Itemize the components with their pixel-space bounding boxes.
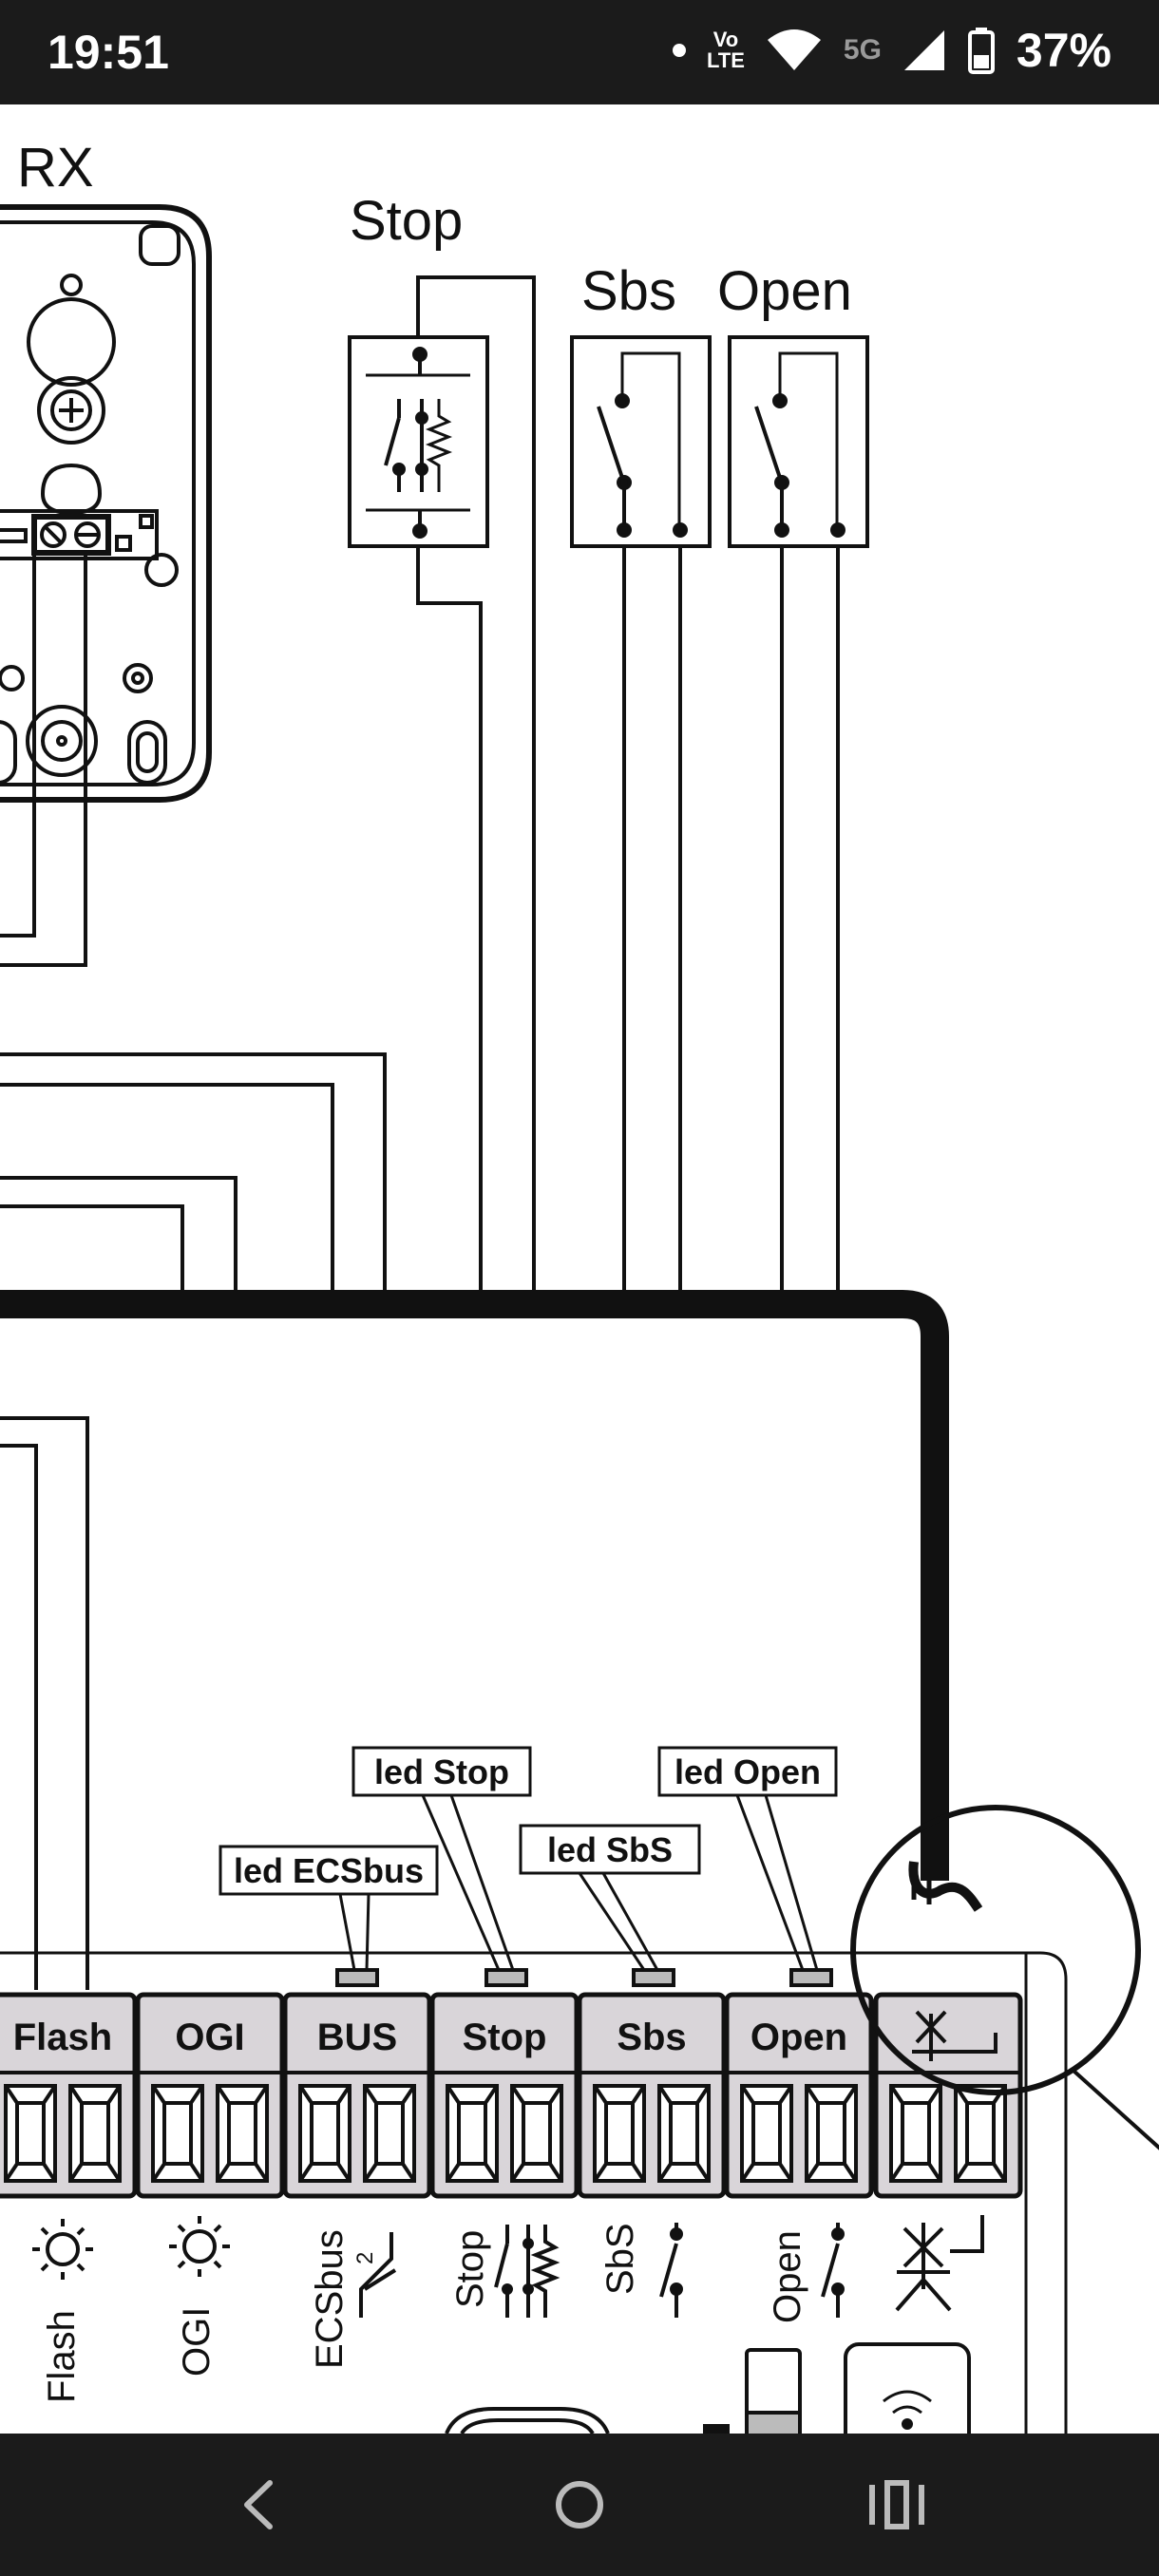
terminal-block-ogi: OGI: [135, 1992, 285, 2199]
terminal-label: Sbs: [617, 2017, 686, 2058]
terminal-block-open: Open: [724, 1992, 874, 2199]
terminal-label: Stop: [463, 2017, 547, 2058]
flash-lamp-icon: [32, 2219, 93, 2280]
led-sbs-label: led SbS: [547, 1830, 673, 1869]
volte-icon: Vo LTE: [706, 28, 745, 72]
sbs-top-label: Sbs: [581, 260, 676, 322]
recents-icon[interactable]: [859, 2472, 935, 2538]
status-time: 19:51: [48, 26, 169, 79]
led-stop-label: led Stop: [374, 1752, 509, 1791]
wifi-icon: [767, 29, 821, 70]
terminal-block-stop: Stop: [429, 1992, 580, 2199]
home-icon[interactable]: [542, 2472, 618, 2538]
back-icon[interactable]: [220, 2472, 296, 2538]
ecsbus-sub-label: 2: [352, 2252, 378, 2264]
sbs-symbol-icon: [659, 2223, 683, 2318]
sbs-bottom-label: SbS: [599, 2223, 641, 2295]
ogi-bottom-label: OGI: [176, 2307, 218, 2377]
ogi-lamp-icon: [169, 2216, 230, 2277]
terminal-label: Open: [750, 2017, 847, 2058]
open-bottom-label: Open: [767, 2230, 808, 2323]
navigation-bar: [0, 2434, 1159, 2576]
notification-dot-icon: [672, 44, 686, 57]
open-top-label: Open: [717, 260, 852, 322]
flash-bottom-label: Flash: [41, 2310, 83, 2403]
battery-percent: 37%: [1016, 24, 1112, 77]
stop-bottom-label: Stop: [449, 2230, 491, 2308]
terminal-block-flash: Flash: [0, 1992, 138, 2199]
terminal-label: OGI: [175, 2017, 244, 2058]
network-type: 5G: [843, 34, 882, 66]
status-icons: Vo LTE 5G 37%: [672, 23, 1112, 78]
led-open-label: led Open: [674, 1752, 821, 1791]
sbs-switch-box: [570, 335, 712, 548]
terminal-block-bus: BUS: [282, 1992, 432, 2199]
open-switch-box: [728, 335, 869, 548]
stop-switch-box: [348, 335, 489, 548]
wiring-diagram: RX Stop Sbs Open led Stop led Open led S…: [0, 137, 1159, 2434]
terminal-label: BUS: [317, 2017, 397, 2058]
terminal-strip: Flash OGI BUS Stop Sbs Open: [0, 1992, 1023, 2199]
terminal-block-sbs: Sbs: [577, 1992, 727, 2199]
terminal-label: Flash: [13, 2017, 112, 2058]
signal-icon: [903, 30, 944, 70]
battery-icon: [967, 28, 995, 74]
open-symbol-icon: [821, 2223, 845, 2318]
rx-receiver: [0, 204, 212, 803]
stop-top-label: Stop: [350, 190, 463, 252]
stop-symbol-icon: [494, 2225, 560, 2318]
led-ecsbus-label: led ECSbus: [234, 1851, 424, 1890]
ecsbus-symbol-icon: [359, 2232, 397, 2318]
bottom-devices: [445, 2342, 971, 2434]
status-bar: 19:51 Vo LTE 5G 37%: [0, 0, 1159, 104]
antenna-magnifier: [850, 1805, 1159, 2150]
rx-label: RX: [17, 137, 94, 199]
antenna-symbol-icon: [895, 2215, 984, 2312]
ecsbus-bottom-label: ECSbus: [309, 2229, 351, 2369]
